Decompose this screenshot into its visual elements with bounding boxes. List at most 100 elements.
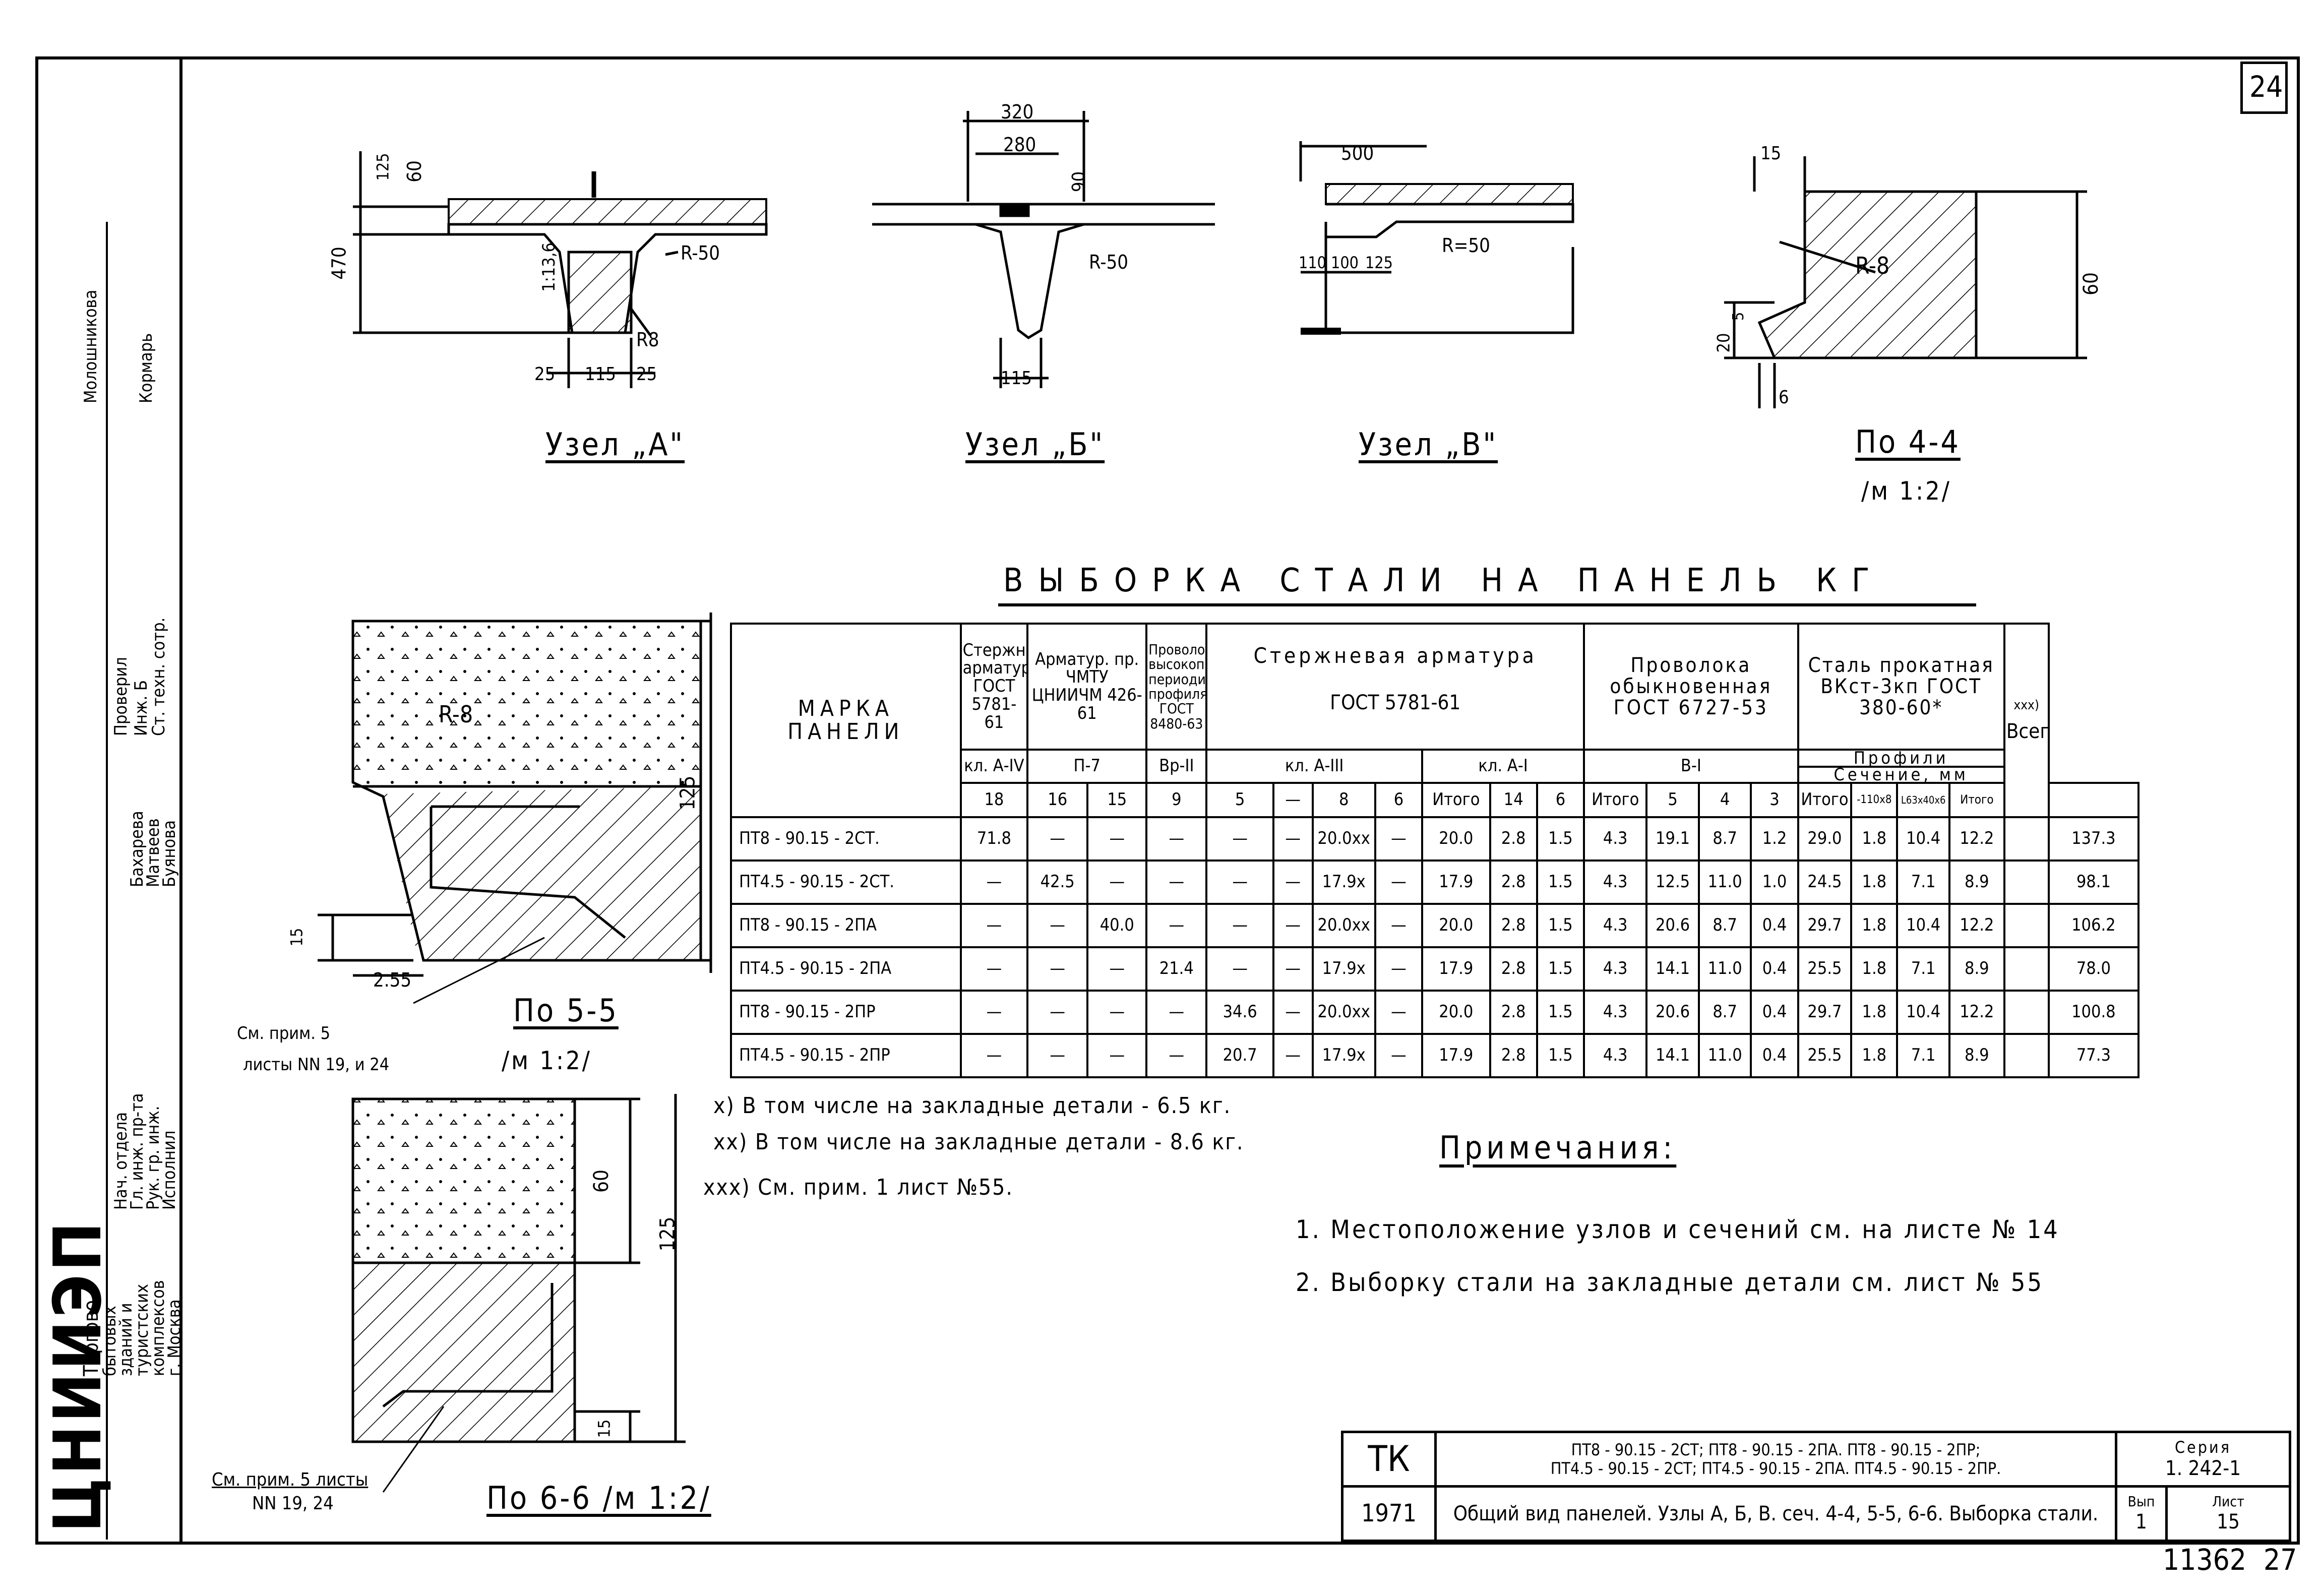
row-cell: 7.1 bbox=[1896, 860, 1950, 905]
steel-table: МАРКА ПАНЕЛИ Стержневая арматура ГОСТ 57… bbox=[730, 623, 2140, 1078]
class-a4: кл. А-IV bbox=[959, 749, 1029, 784]
node-a-dim-25-right: 25 bbox=[636, 364, 657, 385]
row-cell: 1.5 bbox=[1536, 946, 1585, 992]
section-6-6-ref-note: См. прим. 5 листы bbox=[212, 1469, 369, 1490]
node-b-dim-90: 90 bbox=[1069, 171, 1090, 193]
notes-title: Примечания: bbox=[1439, 1129, 1677, 1166]
class-a1: кл. А-I bbox=[1421, 749, 1585, 784]
mark-header: МАРКА ПАНЕЛИ bbox=[730, 623, 962, 818]
node-b-dim-115: 115 bbox=[1001, 368, 1032, 389]
row-cell: 1.8 bbox=[1850, 990, 1899, 1035]
row-cell: — bbox=[1374, 816, 1424, 862]
node-v-caption: Узел „В" bbox=[1359, 426, 1498, 463]
row-cell: — bbox=[1272, 860, 1314, 905]
row-cell: 2.8 bbox=[1489, 903, 1538, 948]
row-cell: 1.8 bbox=[1850, 903, 1899, 948]
col-header: Итого bbox=[1797, 782, 1853, 818]
row-cell: 10.4 bbox=[1896, 903, 1950, 948]
group-a4-header: Стержневая арматура ГОСТ 5781-61 bbox=[959, 623, 1029, 751]
row-cell bbox=[2003, 1033, 2050, 1078]
col-header: 6 bbox=[1536, 782, 1585, 818]
row-total: 100.8 bbox=[2047, 990, 2140, 1035]
section-4-4-dim-60: 60 bbox=[2079, 272, 2103, 295]
sidebar-org-line: г. Москва bbox=[164, 1299, 185, 1376]
group-rolled-header: Сталь прокатная ВКст-3кп ГОСТ 380-60* bbox=[1797, 623, 2005, 751]
row-cell: — bbox=[1086, 860, 1148, 905]
col-header: 16 bbox=[1026, 782, 1089, 818]
row-cell: 19.1 bbox=[1645, 816, 1700, 862]
row-cell: 14.1 bbox=[1645, 946, 1700, 992]
col-header: -110x8 bbox=[1850, 782, 1899, 818]
row-cell: — bbox=[1205, 946, 1274, 992]
row-cell: 14.1 bbox=[1645, 1033, 1700, 1078]
row-cell: — bbox=[1205, 860, 1274, 905]
archive-number: 11362 bbox=[2163, 1543, 2246, 1577]
row-cell: 34.6 bbox=[1205, 990, 1274, 1035]
col-header: 3 bbox=[1750, 782, 1799, 818]
row-cell bbox=[2003, 990, 2050, 1035]
class-p7: П-7 bbox=[1026, 749, 1148, 784]
row-cell: 1.5 bbox=[1536, 816, 1585, 862]
row-cell: — bbox=[1086, 990, 1148, 1035]
row-cell: 8.7 bbox=[1697, 990, 1752, 1035]
row-cell: — bbox=[1145, 903, 1208, 948]
col-header: 9 bbox=[1145, 782, 1208, 818]
row-cell: 20.0 bbox=[1421, 903, 1491, 948]
row-cell: — bbox=[959, 990, 1029, 1035]
sidebar-role: Исполнил bbox=[159, 1130, 179, 1210]
title-block: ТК ПТ8 - 90.15 - 2СТ; ПТ8 - 90.15 - 2ПА.… bbox=[1341, 1431, 2292, 1542]
row-cell: 1.8 bbox=[1850, 1033, 1899, 1078]
row-cell: 1.5 bbox=[1536, 860, 1585, 905]
section-6-6-ref-sheets: NN 19, 24 bbox=[252, 1493, 334, 1514]
col-header: 18 bbox=[959, 782, 1029, 818]
row-cell: — bbox=[959, 860, 1029, 905]
row-cell bbox=[2003, 816, 2050, 862]
row-cell: 1.5 bbox=[1536, 1033, 1585, 1078]
row-total: 98.1 bbox=[2047, 860, 2140, 905]
group-p7-header: Арматур. пр. ЧМТУ ЦНИИЧМ 426-61 bbox=[1026, 623, 1148, 751]
node-b-drawing bbox=[872, 111, 1215, 388]
row-cell: 12.5 bbox=[1645, 860, 1700, 905]
row-mark: ПТ8 - 90.15 - 2ПР bbox=[730, 990, 962, 1035]
row-cell: 2.8 bbox=[1489, 1033, 1538, 1078]
section-4-4-dim-5: 5 bbox=[1730, 312, 1748, 321]
section-5-5-ref-sheets: листы NN 19, и 24 bbox=[243, 1055, 390, 1075]
sidebar-role: Инж. Б bbox=[131, 680, 151, 736]
node-a-drawing bbox=[353, 151, 768, 388]
row-cell: 17.9 bbox=[1421, 860, 1491, 905]
row-mark: ПТ8 - 90.15 - 2СТ. bbox=[730, 816, 962, 862]
row-cell: 40.0 bbox=[1086, 903, 1148, 948]
row-total: 77.3 bbox=[2047, 1033, 2140, 1078]
row-cell: 17.9 bbox=[1421, 946, 1491, 992]
row-cell: 20.0xx bbox=[1311, 990, 1376, 1035]
row-cell: — bbox=[1026, 1033, 1089, 1078]
row-cell: 2.8 bbox=[1489, 816, 1538, 862]
sidebar-role: Ст. техн. сотр. bbox=[149, 617, 169, 736]
node-b-caption: Узел „Б" bbox=[965, 426, 1105, 463]
col-header: L63x40x6 bbox=[1896, 782, 1950, 818]
col-header: 8 bbox=[1311, 782, 1376, 818]
row-cell: 42.5 bbox=[1026, 860, 1089, 905]
section-5-5-dim-r8: R-8 bbox=[439, 701, 473, 728]
row-cell: 0.4 bbox=[1750, 903, 1799, 948]
col-header: 15 bbox=[1086, 782, 1148, 818]
section-4-4-scale: /м 1:2/ bbox=[1861, 476, 1951, 506]
row-total: 78.0 bbox=[2047, 946, 2140, 992]
class-vr2: Вр-II bbox=[1145, 749, 1208, 784]
node-a-dim-470: 470 bbox=[328, 247, 350, 280]
row-cell: 24.5 bbox=[1797, 860, 1853, 905]
row-cell bbox=[2003, 946, 2050, 992]
note-2: 2. Выборку стали на закладные детали см.… bbox=[1296, 1268, 2044, 1297]
row-cell: — bbox=[959, 946, 1029, 992]
sidebar-name: Буянова bbox=[159, 820, 179, 887]
row-cell: — bbox=[1374, 946, 1424, 992]
row-cell: 20.0 bbox=[1421, 816, 1491, 862]
row-cell: — bbox=[1374, 860, 1424, 905]
row-cell: — bbox=[1026, 903, 1089, 948]
stamp-tk: ТК bbox=[1341, 1431, 1437, 1488]
row-cell: 20.6 bbox=[1645, 903, 1700, 948]
section-4-4-dim-6: 6 bbox=[1779, 387, 1789, 408]
